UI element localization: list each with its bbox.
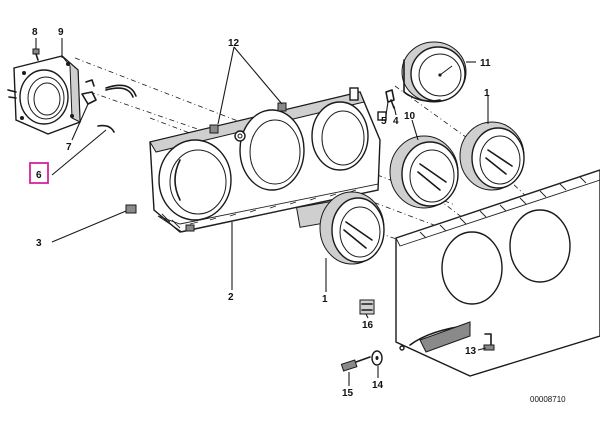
screw-8: [32, 48, 40, 61]
callout-9: 9: [58, 27, 64, 38]
clip-16: [359, 299, 375, 315]
gauge-10: [389, 135, 459, 209]
callout-12: 12: [228, 38, 240, 49]
screw-4-5: [385, 89, 395, 109]
callout-1-lower: 1: [322, 294, 328, 305]
leader-lines: [35, 38, 489, 386]
spring-clip-6: [97, 84, 137, 133]
callout-7: 7: [66, 142, 72, 153]
callout-2: 2: [228, 292, 234, 303]
callout-13: 13: [465, 346, 477, 357]
screw-15: [340, 356, 371, 372]
clip-7: [81, 79, 97, 105]
callout-1-upper: 1: [484, 88, 490, 99]
catalog-number: 00008710: [530, 395, 566, 404]
callout-4: 4: [393, 116, 399, 127]
gauge-1-lower: [295, 191, 385, 265]
callout-5: 5: [381, 116, 387, 127]
washer-14: [371, 350, 383, 366]
callouts: 8 9 12 11 1 5 4 10 7 6 3 2 1 16 13 14 15…: [29, 27, 566, 404]
screw-13: [483, 333, 495, 351]
dashboard-panel: [395, 169, 600, 377]
callout-3: 3: [36, 238, 42, 249]
callout-10: 10: [404, 111, 416, 122]
callout-15: 15: [342, 388, 354, 399]
large-gauge-11: [401, 41, 467, 103]
callout-11: 11: [480, 58, 491, 69]
callout-14: 14: [372, 380, 384, 391]
callout-6: 6: [36, 170, 42, 181]
small-gauge-housing: [7, 55, 81, 135]
gauge-1-upper: [459, 121, 525, 191]
callout-16: 16: [362, 320, 374, 331]
highlight-box-6: [29, 162, 49, 184]
gauge-carrier-2: [125, 87, 387, 233]
callout-8: 8: [32, 27, 38, 38]
